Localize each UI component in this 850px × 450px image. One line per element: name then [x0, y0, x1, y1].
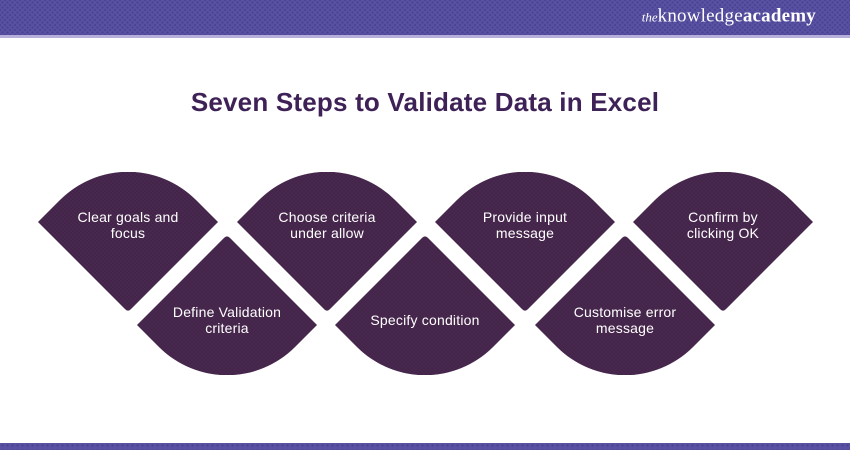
- step-7-line-2: clicking OK: [686, 225, 760, 241]
- step-petal-2: Define Validation criteria: [137, 235, 317, 375]
- step-2-line-2: criteria: [205, 320, 249, 336]
- step-petal-3: Choose criteria under allow: [237, 172, 417, 312]
- step-3-line-2: under allow: [290, 225, 364, 241]
- page-title: Seven Steps to Validate Data in Excel: [190, 87, 660, 117]
- brand-logo-academy: academy: [742, 5, 816, 27]
- petal-shape-up-icon: [335, 236, 515, 375]
- step-petal-4: Specify condition: [335, 235, 515, 375]
- step-label-3: Choose criteria under allow: [245, 209, 409, 241]
- step-petal-6: Customise error message: [535, 235, 715, 375]
- step-petal-5: Provide input message: [435, 172, 615, 312]
- footer-bar: [0, 443, 850, 450]
- brand-logo: theknowledgeacademy: [642, 7, 816, 26]
- step-label-2: Define Validation criteria: [145, 304, 309, 336]
- petal-shape-down-icon: [435, 172, 615, 311]
- petal-shape-down-icon: [237, 172, 417, 311]
- step-label-7: Confirm by clicking OK: [641, 209, 805, 241]
- petal-shape-down-icon: [38, 172, 218, 311]
- step-petal-7: Confirm by clicking OK: [633, 172, 813, 312]
- header-bar: theknowledgeacademy: [0, 0, 850, 38]
- step-label-5: Provide input message: [443, 209, 607, 241]
- step-3-line-1: Choose criteria: [278, 209, 376, 225]
- brand-logo-knowledge: knowledge: [657, 5, 743, 27]
- step-5-line-2: message: [495, 225, 555, 241]
- step-petal-1: Clear goals and focus: [38, 172, 218, 312]
- step-7-line-1: Confirm by: [688, 209, 758, 225]
- step-label-1: Clear goals and focus: [46, 209, 210, 241]
- step-6-line-1: Customise error: [573, 304, 677, 320]
- brand-logo-the: the: [641, 9, 658, 25]
- step-label-6: Customise error message: [543, 304, 707, 336]
- step-label-4: Specify condition: [343, 312, 507, 328]
- step-5-line-1: Provide input: [482, 209, 568, 225]
- petal-shape-down-icon: [633, 172, 813, 311]
- petal-shape-up-icon: [535, 236, 715, 375]
- step-1-line-1: Clear goals and: [77, 209, 179, 225]
- petal-shape-up-icon: [137, 236, 317, 375]
- step-6-line-2: message: [595, 320, 655, 336]
- step-1-line-2: focus: [110, 225, 146, 241]
- step-2-line-1: Define Validation: [172, 304, 282, 320]
- step-4-line-1: Specify condition: [370, 312, 480, 328]
